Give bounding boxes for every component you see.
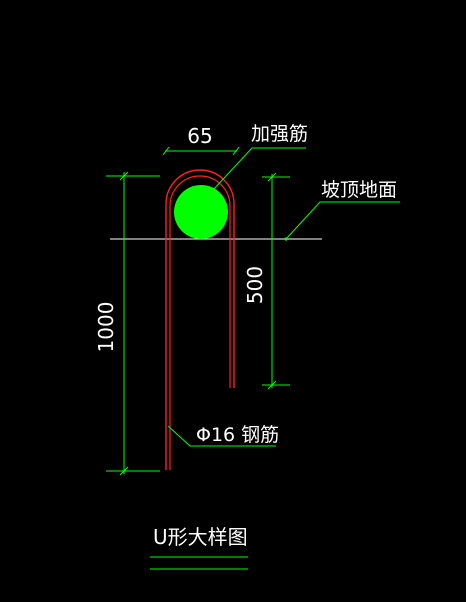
slope-top-leader-dot (284, 237, 288, 241)
reinforcement-label: 加强筋 (251, 123, 308, 145)
reinforcement-bar-section (174, 185, 228, 239)
dimension-65 (162, 146, 240, 156)
dimension-65-label: 65 (187, 124, 212, 148)
slope-top-label: 坡顶地面 (321, 179, 397, 201)
u-rebar-outer (165, 169, 235, 470)
dimension-500-label: 500 (243, 266, 267, 304)
reinforcement-leader (212, 147, 306, 191)
drawing-title: U形大样图 (153, 525, 248, 549)
rebar-spec-label: Φ16 钢筋 (196, 424, 279, 446)
u-rebar-inner (169, 175, 231, 470)
title-underline (150, 556, 248, 570)
dimension-500 (262, 172, 290, 390)
slope-top-leader (285, 201, 400, 240)
dimension-1000-label: 1000 (94, 302, 118, 353)
dimension-1000 (106, 171, 160, 476)
rebar-spec-leader (167, 425, 276, 447)
